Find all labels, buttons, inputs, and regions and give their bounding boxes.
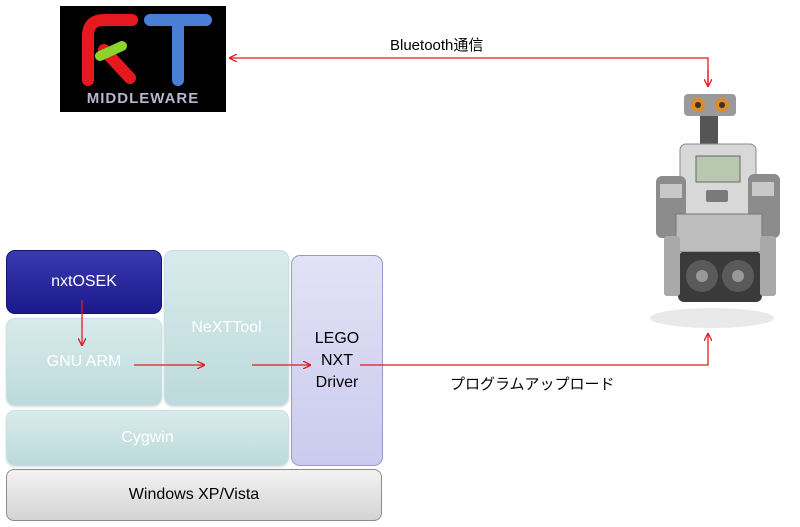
driver-label-line-3: Driver bbox=[315, 373, 359, 391]
nexttool-box: NeXTTool bbox=[164, 250, 289, 406]
logo-text: MIDDLEWARE bbox=[86, 90, 200, 107]
upload-arrow bbox=[360, 334, 708, 366]
driver-label-line-1: LEGO bbox=[314, 329, 360, 347]
nexttool-label: NeXTTool bbox=[191, 319, 262, 336]
driver-label-line-2: NXT bbox=[321, 351, 353, 369]
bluetooth-label: Bluetooth通信 bbox=[390, 37, 484, 54]
nxtosek-label: nxtOSEK bbox=[51, 273, 117, 290]
upload-label: プログラムアップロード bbox=[450, 376, 615, 393]
lego-nxt-driver-box: LEGO NXT Driver bbox=[291, 255, 383, 466]
rt-middleware-logo: MIDDLEWARE bbox=[60, 6, 226, 112]
windows-label: Windows XP/Vista bbox=[128, 486, 260, 503]
cygwin-label: Cygwin bbox=[121, 429, 174, 446]
windows-box: Windows XP/Vista bbox=[6, 469, 382, 521]
lego-nxt-robot-icon bbox=[650, 94, 780, 328]
rt-logo-icon bbox=[82, 14, 212, 86]
gnu-arm-label: GNU ARM bbox=[46, 353, 122, 370]
nxtosek-box: nxtOSEK bbox=[6, 250, 162, 314]
bluetooth-arrow bbox=[230, 58, 709, 86]
cygwin-box: Cygwin bbox=[6, 410, 289, 466]
gnu-arm-box: GNU ARM bbox=[6, 318, 162, 406]
